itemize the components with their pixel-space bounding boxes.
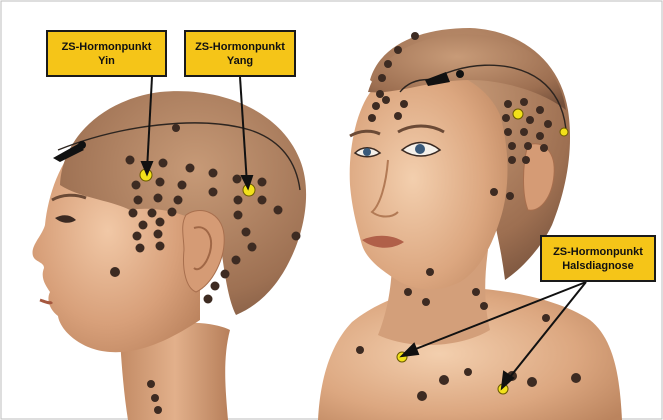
hormone-point-yang-right (513, 109, 523, 119)
label-hormonpunkt-halsdiagnose: ZS-Hormonpunkt Halsdiagnose (540, 235, 656, 282)
label-hormonpunkt-yin: ZS-Hormonpunkt Yin (46, 30, 167, 77)
label-yin-line2: Yin (98, 54, 115, 68)
label-yang-line2: Yang (227, 54, 253, 68)
label-yin-line1: ZS-Hormonpunkt (62, 40, 152, 54)
label-hormonpunkt-yang: ZS-Hormonpunkt Yang (184, 30, 296, 77)
label-hals-line2: Halsdiagnose (562, 259, 634, 273)
label-yang-line1: ZS-Hormonpunkt (195, 40, 285, 54)
right-face (350, 68, 508, 290)
label-hals-line1: ZS-Hormonpunkt (553, 245, 643, 259)
hormone-point-yin-right (560, 128, 568, 136)
